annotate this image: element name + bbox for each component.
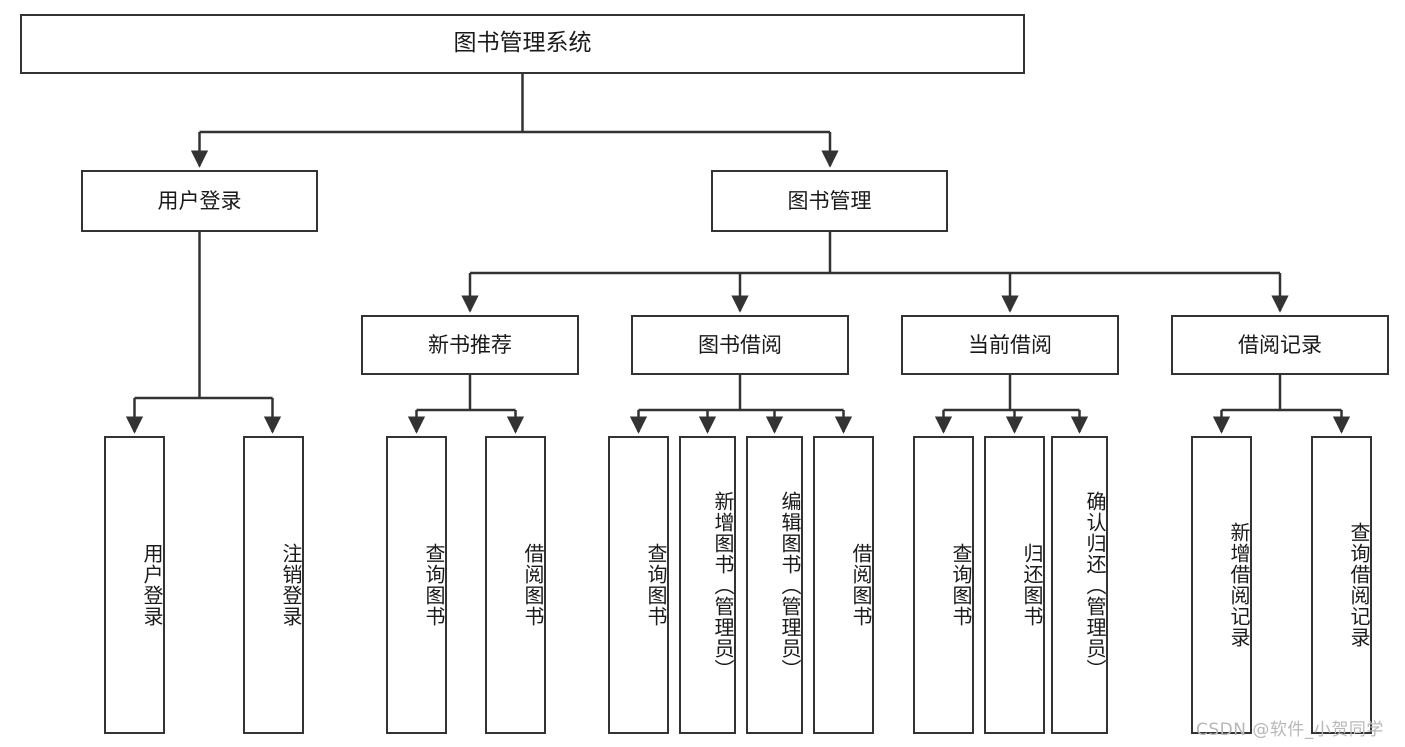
node-leaf-query-record[interactable]: 查询借阅记录 [1311, 436, 1372, 734]
node-leaf-edit-book[interactable]: 编辑图书（管理员） [746, 436, 803, 734]
node-leaf-confirm-return[interactable]: 确认归还（管理员） [1051, 436, 1108, 734]
node-leaf-borrow-book-1[interactable]: 借阅图书 [485, 436, 546, 734]
node-book-borrow[interactable]: 图书借阅 [631, 315, 849, 375]
node-leaf-add-book[interactable]: 新增图书（管理员） [679, 436, 736, 734]
node-leaf-user-login[interactable]: 用户登录 [104, 436, 165, 734]
node-leaf-query-book-3[interactable]: 查询图书 [913, 436, 974, 734]
node-leaf-query-book-1[interactable]: 查询图书 [386, 436, 447, 734]
node-root[interactable]: 图书管理系统 [20, 14, 1025, 74]
node-leaf-query-book-2[interactable]: 查询图书 [608, 436, 669, 734]
node-book-manage[interactable]: 图书管理 [711, 170, 948, 232]
node-leaf-borrow-book-2[interactable]: 借阅图书 [813, 436, 874, 734]
node-borrow-record[interactable]: 借阅记录 [1171, 315, 1389, 375]
node-leaf-logout-login[interactable]: 注销登录 [243, 436, 304, 734]
watermark-text: CSDN @软件_小贺同学 [1196, 720, 1384, 740]
node-current-borrow[interactable]: 当前借阅 [901, 315, 1119, 375]
node-user-login[interactable]: 用户登录 [81, 170, 318, 232]
node-leaf-return-book[interactable]: 归还图书 [984, 436, 1045, 734]
node-leaf-add-record[interactable]: 新增借阅记录 [1191, 436, 1252, 734]
node-new-book-recommend[interactable]: 新书推荐 [361, 315, 579, 375]
